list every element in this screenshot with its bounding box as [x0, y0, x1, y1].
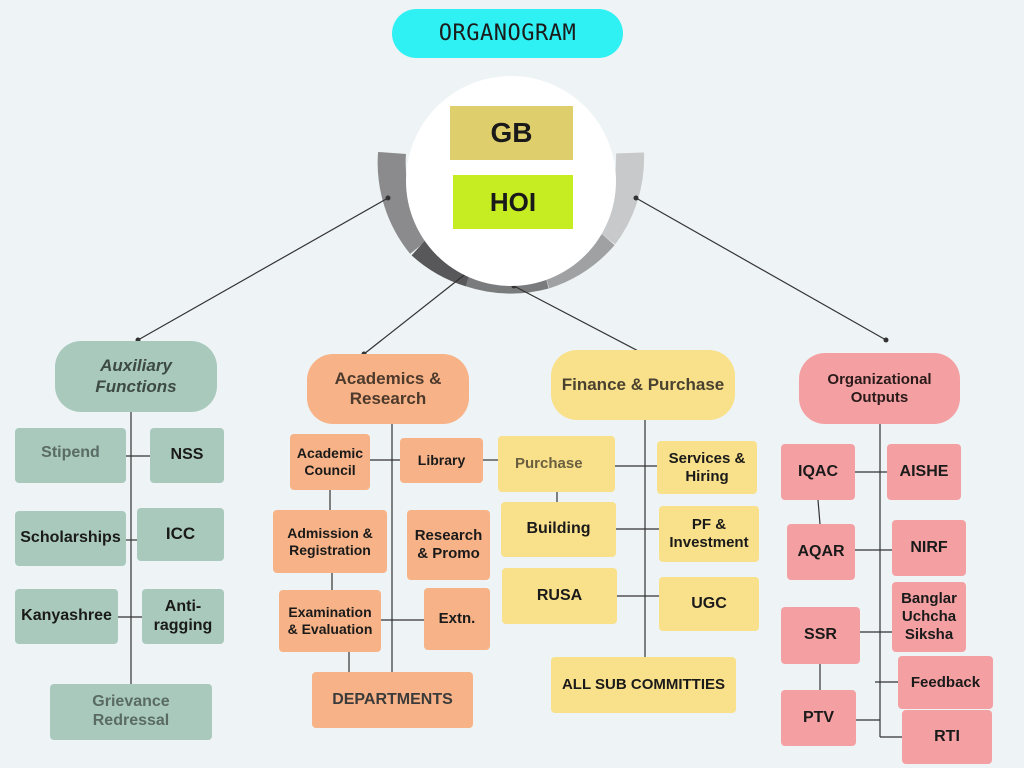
examination-evaluation-box[interactable]: Examination & Evaluation	[279, 590, 381, 652]
library-box[interactable]: Library	[400, 438, 483, 483]
ssr-box[interactable]: SSR	[781, 607, 860, 664]
ring-segment	[592, 152, 645, 245]
extn-box[interactable]: Extn.	[424, 588, 490, 650]
organogram-title: ORGANOGRAM	[392, 9, 623, 58]
stipend-box[interactable]: Stipend	[15, 428, 126, 483]
line-academics	[363, 271, 469, 355]
services-hiring-box[interactable]: Services & Hiring	[657, 441, 757, 494]
rusa-box[interactable]: RUSA	[502, 568, 617, 624]
ptv-box[interactable]: PTV	[781, 690, 856, 746]
gb-box[interactable]: GB	[450, 106, 573, 160]
scholarships-box[interactable]: Scholarships	[15, 511, 126, 566]
auxiliary-functions-heading[interactable]: Auxiliary Functions	[55, 341, 217, 412]
iqac-box[interactable]: IQAC	[781, 444, 855, 500]
aishe-box[interactable]: AISHE	[887, 444, 961, 500]
finance-purchase-heading[interactable]: Finance & Purchase	[551, 350, 735, 420]
hub-lines	[137, 197, 887, 355]
anti-ragging-box[interactable]: Anti-ragging	[142, 589, 224, 644]
academics-research-heading[interactable]: Academics & Research	[307, 354, 469, 424]
hoi-box[interactable]: HOI	[453, 175, 573, 229]
aqar-box[interactable]: AQAR	[787, 524, 855, 580]
feedback-box[interactable]: Feedback	[898, 656, 993, 709]
banglar-uchcha-siksha-box[interactable]: Banglar Uchcha Siksha	[892, 582, 966, 652]
branch-lines	[118, 410, 902, 738]
research-promo-box[interactable]: Research & Promo	[407, 510, 490, 580]
nirf-box[interactable]: NIRF	[892, 520, 966, 576]
pf-investment-box[interactable]: PF & Investment	[659, 506, 759, 562]
organizational-outputs-heading[interactable]: Organizational Outputs	[799, 353, 960, 424]
building-box[interactable]: Building	[501, 502, 616, 557]
departments-box[interactable]: DEPARTMENTS	[312, 672, 473, 728]
rti-box[interactable]: RTI	[902, 710, 992, 764]
academic-council-box[interactable]: Academic Council	[290, 434, 370, 490]
line-auxiliary	[137, 197, 389, 341]
kanyashree-box[interactable]: Kanyashree	[15, 589, 118, 644]
icc-box[interactable]: ICC	[137, 508, 224, 561]
line-finance	[513, 285, 645, 355]
admission-registration-box[interactable]: Admission & Registration	[273, 510, 387, 573]
grievance-redressal-box[interactable]: Grievance Redressal	[50, 684, 212, 740]
all-sub-committies-box[interactable]: ALL SUB COMMITTIES	[551, 657, 736, 713]
ugc-box[interactable]: UGC	[659, 577, 759, 631]
ring-segment	[377, 151, 433, 254]
purchase-box[interactable]: Purchase	[498, 436, 615, 492]
line-outputs	[635, 197, 887, 341]
nss-box[interactable]: NSS	[150, 428, 224, 483]
